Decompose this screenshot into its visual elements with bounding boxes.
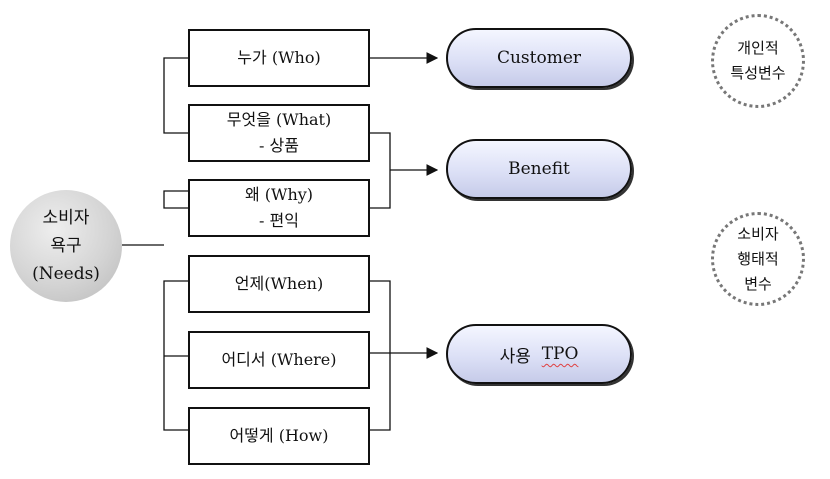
customer-label: Customer — [496, 48, 582, 68]
customer-pill: Customer — [446, 28, 632, 88]
behavior-line-1: 소비자 — [737, 224, 779, 243]
box-what-label: 무엇을 (What) — [226, 110, 332, 129]
root-line-1: 소비자 — [42, 208, 90, 228]
box-what: 무엇을 (What) - 상품 — [188, 104, 370, 162]
tpo-label: TPO — [541, 344, 579, 364]
box-how-label: 어떻게 (How) — [229, 426, 329, 445]
personal-line-2: 특성변수 — [730, 64, 786, 82]
consumer-needs-circle: 소비자 욕구 (Needs) — [10, 190, 122, 302]
consumer-behavior-circle: 소비자 행태적 변수 — [711, 212, 805, 306]
root-line-2: 욕구 — [50, 236, 82, 256]
behavior-line-3: 변수 — [744, 274, 772, 293]
root-line-3: (Needs) — [32, 264, 100, 284]
bracket-when-how — [370, 280, 391, 431]
behavior-line-2: 행태적 — [737, 249, 779, 268]
bracket-middle — [163, 190, 188, 209]
box-why-sub: - 편익 — [259, 211, 299, 230]
personal-traits-circle: 개인적 특성변수 — [711, 14, 805, 108]
usage-label: 사용 — [499, 346, 531, 367]
box-who-label: 누가 (Who) — [237, 48, 321, 67]
box-why: 왜 (Why) - 편익 — [188, 179, 370, 237]
box-where-label: 어디서 (Where) — [221, 350, 337, 369]
box-what-sub: - 상품 — [259, 136, 299, 155]
benefit-label: Benefit — [508, 159, 570, 179]
benefit-pill: Benefit — [446, 139, 632, 199]
box-how: 어떻게 (How) — [188, 407, 370, 465]
box-who: 누가 (Who) — [188, 29, 370, 87]
box-when-label: 언제(When) — [234, 274, 324, 293]
box-where: 어디서 (Where) — [188, 331, 370, 389]
box-why-label: 왜 (Why) — [244, 185, 314, 204]
bracket-what-why — [370, 132, 391, 209]
usage-tpo-pill: 사용 TPO — [446, 324, 632, 384]
bracket-top — [163, 57, 188, 134]
box-when: 언제(When) — [188, 255, 370, 313]
personal-line-1: 개인적 — [737, 39, 779, 57]
